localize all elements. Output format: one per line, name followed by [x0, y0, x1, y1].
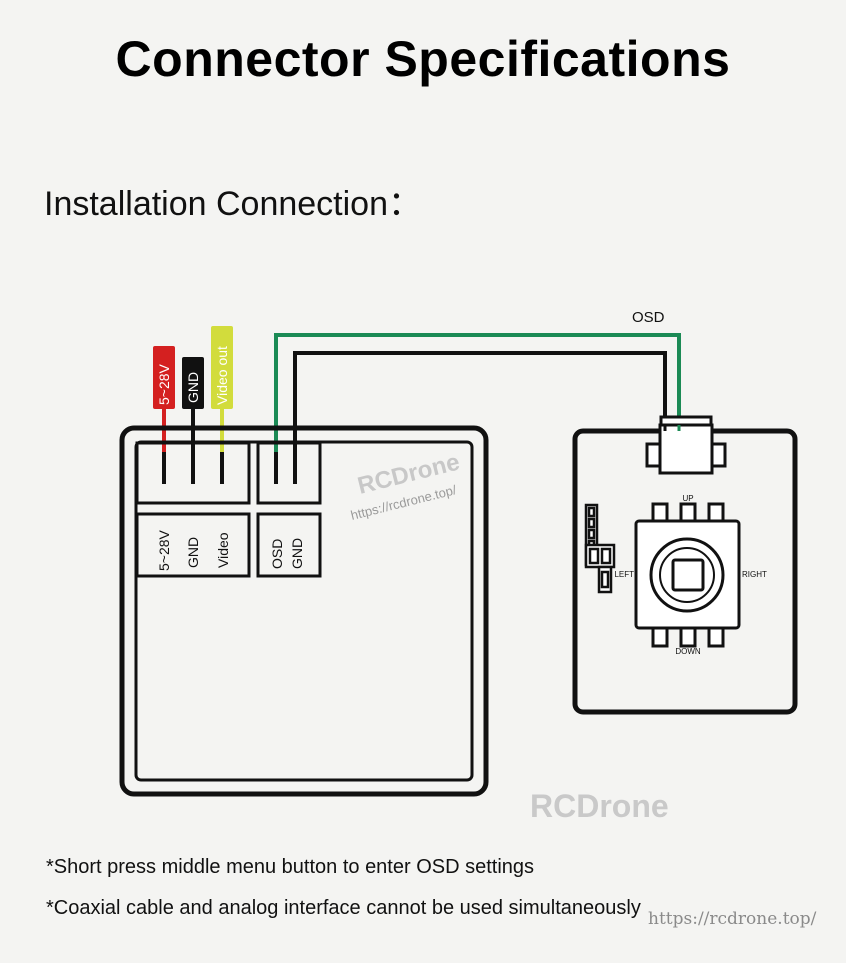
osd-ground-wire [293, 351, 667, 452]
power-pin-label-box [135, 512, 251, 578]
button-label-left: LEFT [614, 570, 634, 579]
osd-pin-header [584, 503, 616, 594]
note-menu-button: *Short press middle menu button to enter… [46, 856, 535, 878]
ground-tag-label: GND [185, 372, 201, 403]
button-label-up: UP [682, 494, 693, 503]
pin-label-osd: OSD [269, 539, 285, 569]
video-tag-label: Video out [214, 346, 230, 405]
pin-label-osd-ground: GND [289, 538, 305, 569]
pin-label-video: Video [215, 532, 231, 568]
power-connector [135, 441, 251, 505]
brand-watermark: RCDrone [530, 788, 669, 824]
pin-label-ground: GND [185, 537, 201, 568]
osd-pin-label-box [256, 512, 322, 578]
pin-label-power: 5~28V [156, 529, 172, 571]
camera-board-outer [119, 425, 489, 797]
button-label-down: DOWN [675, 647, 701, 656]
button-label-right: RIGHT [742, 570, 767, 579]
osd-board-connector [658, 423, 714, 475]
section-subtitle: Installation Connection： [44, 185, 423, 223]
five-way-switch [634, 502, 741, 648]
power-tag [153, 346, 175, 409]
video-tag [211, 326, 233, 409]
osd-wire-label: OSD [632, 309, 665, 326]
page-title: Connector Specifications [115, 31, 731, 87]
note-coaxial-cable: *Coaxial cable and analog interface cann… [46, 897, 641, 919]
osd-signal-wire [274, 333, 681, 452]
url-watermark: https://rcdrone.top/ [648, 909, 817, 929]
ground-tag [182, 357, 204, 409]
menu-button-icon [659, 547, 715, 603]
osd-connector [256, 441, 322, 505]
power-tag-label: 5~28V [156, 363, 172, 405]
